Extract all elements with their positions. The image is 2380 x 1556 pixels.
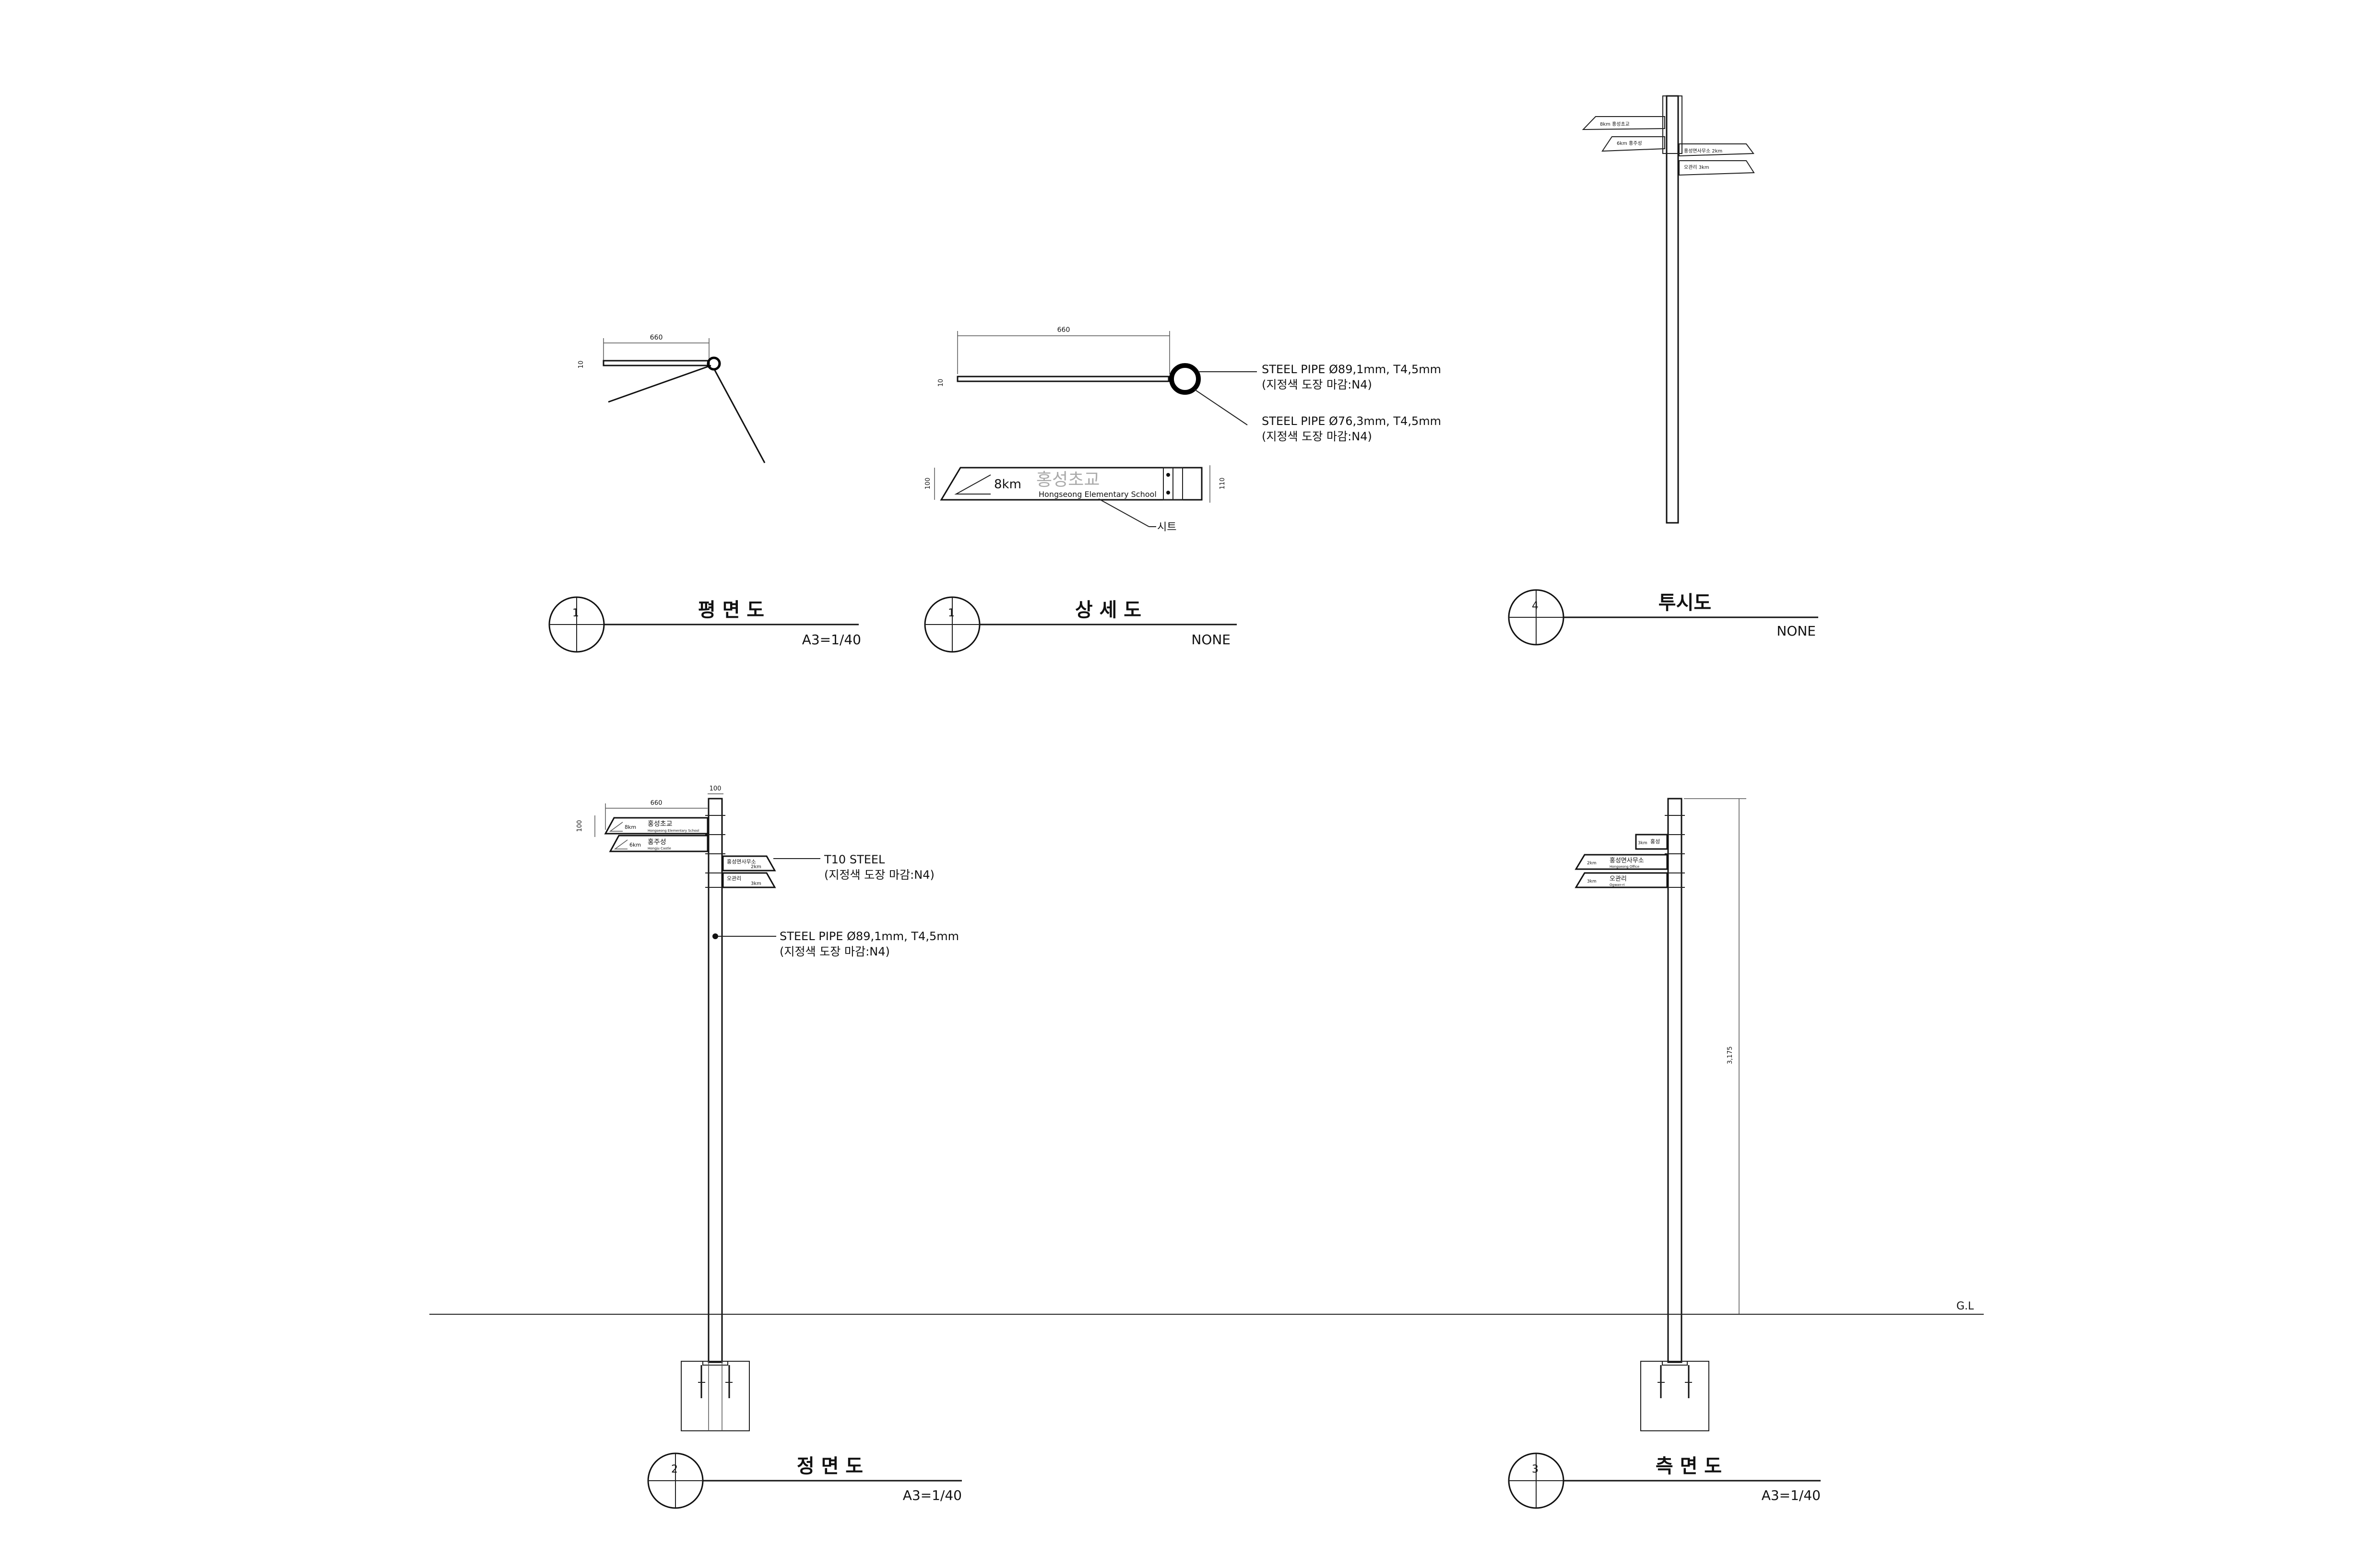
plan-number: 1 — [572, 607, 579, 619]
perspective-view: 8km 홍성초교 6km 홍주성 홍성면사무소 2km 오관리 3km — [1582, 95, 1755, 524]
detail-sign-height-right: 110 — [1219, 478, 1226, 490]
front-sign2-korean: 홍주성 — [648, 838, 666, 846]
svg-text:8km 홍성초교: 8km 홍성초교 — [1600, 121, 1630, 127]
detail-dim-height: 10 — [937, 379, 945, 387]
side-sign3-english: Ogwan-ri — [1610, 883, 1625, 887]
front-sign2-english: Hongju Castle — [648, 847, 671, 850]
side-sign1-distance: 3km — [1638, 841, 1647, 846]
side-sign2-distance: 2km — [1587, 861, 1597, 866]
direction-arrow-icon — [954, 474, 991, 495]
front-scale: A3=1/40 — [903, 1487, 962, 1503]
plan-pipe — [707, 356, 721, 371]
front-title: 정 면 도 — [797, 1455, 863, 1477]
side-title-block: 3 측 면 도 A3=1/40 — [1508, 1452, 1821, 1509]
perspective-title-block: 4 투시도 NONE — [1508, 589, 1818, 646]
front-sign1-english: Hongseong Elementary School — [648, 829, 699, 833]
svg-text:오관리 3km: 오관리 3km — [1684, 165, 1709, 170]
front-pole — [708, 798, 723, 1363]
detail-sign-plate — [940, 467, 1203, 501]
front-dim-top: 100 — [710, 785, 722, 792]
detail-pipe-outer — [1169, 363, 1201, 395]
front-sign3-korean: 홍성면사무소 — [727, 858, 756, 865]
detail-sheet-label: 시트 — [1157, 521, 1176, 533]
detail-dim-width: 660 — [1057, 326, 1070, 334]
plan-view: 660 10 — [578, 334, 766, 463]
detail-title-block: 1 상 세 도 NONE — [924, 596, 1237, 653]
front-note2-line2: (지정색 도장 마감:N4) — [780, 945, 890, 958]
side-number: 3 — [1532, 1463, 1539, 1475]
detail-scale: NONE — [1191, 632, 1231, 648]
detail-sign-distance: 8km — [994, 477, 1021, 492]
side-title: 측 면 도 — [1656, 1455, 1722, 1477]
detail-note1-line2: (지정색 도장 마감:N4) — [1262, 378, 1372, 391]
side-scale: A3=1/40 — [1762, 1487, 1821, 1503]
side-sign3-korean: 오관리 — [1610, 875, 1627, 883]
detail-sign-korean: 홍성초교 — [1036, 470, 1100, 490]
plan-dim-width: 660 — [650, 334, 663, 342]
side-pole — [1667, 798, 1682, 1363]
detail-note2-line1: STEEL PIPE Ø76,3mm, T4,5mm — [1262, 414, 1441, 428]
svg-text:6km 홍주성: 6km 홍주성 — [1617, 140, 1642, 146]
detail-note2-line2: (지정색 도장 마감:N4) — [1262, 430, 1372, 443]
perspective-title: 투시도 — [1658, 592, 1711, 614]
front-sign3-distance: 2km — [751, 864, 761, 870]
plan-title: 평 면 도 — [698, 599, 764, 621]
side-footing — [1640, 1361, 1709, 1431]
front-sign1-distance: 8km — [625, 824, 636, 830]
front-view: 100 660 100 8km 홍성초교 Hongseong Elementar… — [576, 785, 959, 1431]
front-note1-line2: (지정색 도장 마감:N4) — [824, 868, 935, 882]
front-sign2-distance: 6km — [629, 842, 641, 848]
side-sign2-english: Hongseong Office — [1610, 865, 1639, 869]
perspective-number: 4 — [1532, 600, 1539, 612]
front-footing — [681, 1361, 750, 1431]
front-dim-height: 100 — [576, 820, 583, 832]
detail-sign-english: Hongseong Elementary School — [1039, 490, 1157, 499]
front-sign4-korean: 오관리 — [727, 875, 741, 882]
plan-title-block: 1 평 면 도 A3=1/40 — [548, 596, 861, 653]
svg-text:홍성면사무소 2km: 홍성면사무소 2km — [1684, 148, 1722, 154]
detail-title: 상 세 도 — [1075, 599, 1141, 621]
detail-note1-line1: STEEL PIPE Ø89,1mm, T4,5mm — [1262, 363, 1441, 376]
front-dim-width: 660 — [651, 800, 663, 807]
side-sign1-korean: 홍성 — [1650, 838, 1660, 845]
front-sign4-distance: 3km — [751, 881, 761, 886]
front-number: 2 — [671, 1463, 678, 1475]
detail-view: 660 10 STEEL PIPE Ø89,1mm, T4,5mm (지정색 도… — [924, 326, 1441, 533]
side-view: 3km 홍성 2km 홍성면사무소 Hongseong Office 3km 오… — [1575, 798, 1746, 1431]
side-sign2-korean: 홍성면사무소 — [1610, 857, 1644, 864]
detail-number: 1 — [948, 607, 955, 619]
side-dim-height: 3,175 — [1727, 1046, 1734, 1064]
front-note2-line1: STEEL PIPE Ø89,1mm, T4,5mm — [780, 930, 959, 943]
front-note1-line1: T10 STEEL — [824, 853, 885, 866]
front-sign1-korean: 홍성초교 — [648, 820, 673, 828]
front-title-block: 2 정 면 도 A3=1/40 — [647, 1452, 962, 1509]
plan-scale: A3=1/40 — [802, 632, 861, 648]
plan-dim-height: 10 — [578, 361, 585, 369]
perspective-scale: NONE — [1776, 623, 1816, 639]
side-sign3-distance: 3km — [1587, 879, 1597, 884]
detail-sign-height-left: 100 — [924, 478, 932, 490]
ground-label: G.L — [1956, 1300, 1974, 1312]
